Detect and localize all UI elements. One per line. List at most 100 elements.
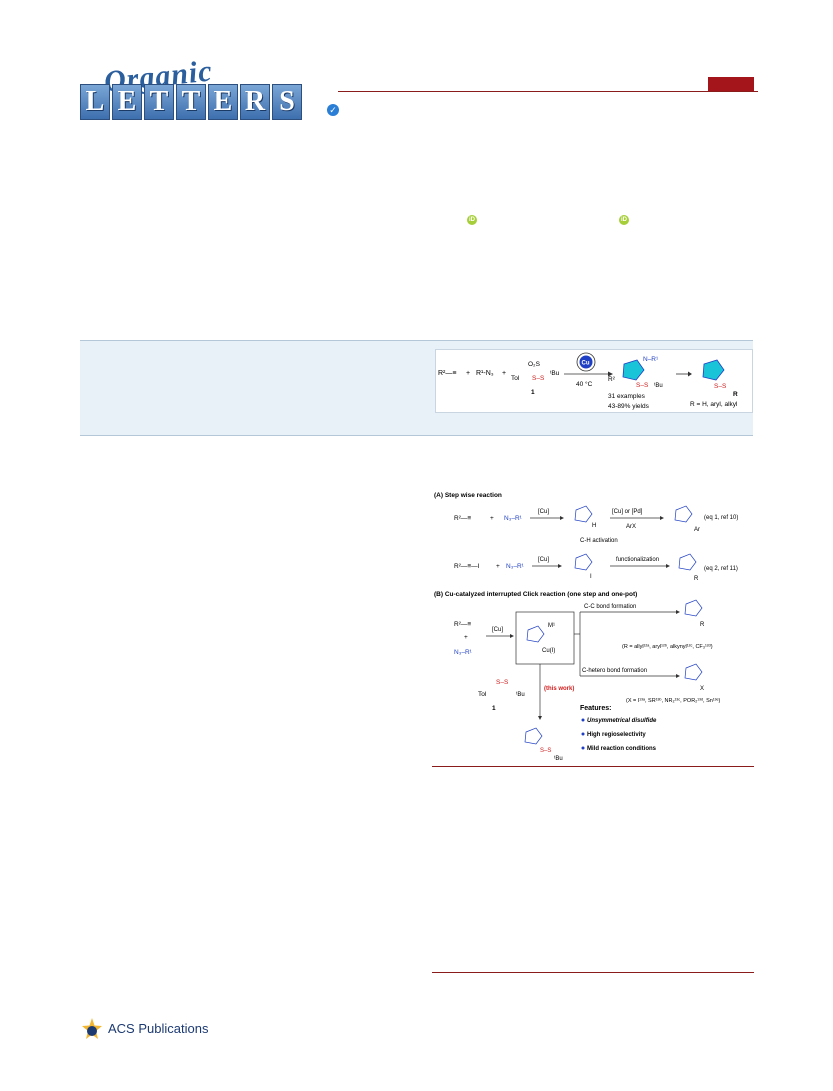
scheme-a-h: H xyxy=(592,523,596,529)
logo-letter: T xyxy=(176,84,206,120)
scheme-a-cat1: [Cu] xyxy=(538,509,549,515)
scheme-a-azide: N₃–R¹ xyxy=(504,515,523,522)
scheme-arrowhead xyxy=(510,634,514,638)
scheme-a2-cat: [Cu] xyxy=(538,557,549,563)
scheme-triazole xyxy=(684,599,703,617)
scheme-features-title: Features: xyxy=(580,705,612,712)
scheme-b-alkyne: R²—≡ xyxy=(454,621,471,628)
scheme-arrowhead xyxy=(676,674,680,678)
scheme-a-alkyne: R²—≡ xyxy=(454,515,471,522)
feature-bullet xyxy=(581,732,585,736)
feature-item: High regioselectivity xyxy=(587,732,646,738)
scheme-b-prod-ss: S–S xyxy=(540,748,551,754)
scheme-a-arx: ArX xyxy=(626,524,636,530)
toc-temperature: 40 °C xyxy=(576,380,593,388)
logo-letter: R xyxy=(240,84,270,120)
scheme-arrowhead xyxy=(538,716,542,720)
scheme-arrowhead xyxy=(660,516,664,520)
toc-final-r-def: R = H, aryl, alkyl xyxy=(690,401,738,408)
scheme-b-cu: Cu(I) xyxy=(542,648,555,654)
scheme-b-ch-x: X xyxy=(700,686,704,692)
scheme-product-triazole xyxy=(524,727,543,745)
scheme-arrowhead xyxy=(558,564,562,568)
journal-masthead: Organic L E T T E R S ✓ xyxy=(80,54,760,130)
toc-arrowhead-2 xyxy=(688,371,692,377)
toc-product-r1: N–R¹ xyxy=(643,356,659,363)
toc-final-r: R xyxy=(733,391,738,398)
scheme-b-tbu: ᵗBu xyxy=(516,691,525,698)
scheme-b-cc-def: (R = allyl¹²ᵃ, aryl¹²ᵇ, alkynyl¹²ᶜ, CF₃¹… xyxy=(622,643,713,650)
scheme-b-tol: Tol xyxy=(478,691,487,698)
toc-catalyst: Cu xyxy=(582,361,590,367)
toc-tol-label: Tol xyxy=(511,375,520,382)
scheme-a2-plus: + xyxy=(496,563,500,570)
scheme-b-azide: N₃–R¹ xyxy=(454,649,473,656)
acs-publications-logo[interactable]: ACS Publications xyxy=(80,1017,230,1047)
scheme-b-cat: [Cu] xyxy=(492,627,503,633)
cu-catalyst-cycle-icon xyxy=(576,352,596,372)
scheme-a-ch-activation: C-H activation xyxy=(580,538,618,544)
toc-yields: 43-89% yields xyxy=(608,403,650,410)
scheme-section-a-title: (A) Step wise reaction xyxy=(434,492,502,499)
scheme-arrowhead xyxy=(676,610,680,614)
scheme-b-plus: + xyxy=(464,634,468,641)
toc-compound-number: 1 xyxy=(531,389,535,396)
scheme-b-cc: C-C bond formation xyxy=(584,604,636,610)
scheme-a-eq1: (eq 1, ref 10) xyxy=(704,515,738,521)
scheme-triazole xyxy=(574,553,593,571)
orcid-icon[interactable]: iD xyxy=(619,215,629,225)
toc-tbu: ᵗBu xyxy=(550,370,560,377)
logo-letter: E xyxy=(208,84,238,120)
journal-logo: L E T T E R S xyxy=(80,84,302,120)
scheme-triazole xyxy=(678,553,697,571)
feature-item: Unsymmetrical disulfide xyxy=(587,718,657,724)
toc-sulfonyl-o: O₂S xyxy=(528,361,541,368)
checkmark-icon: ✓ xyxy=(327,104,339,116)
toc-final-ss: S–S xyxy=(714,383,727,390)
toc-plus: + xyxy=(502,370,506,377)
scheme-a2-azide: N₃–R¹ xyxy=(506,563,525,570)
toc-product-r2: R² xyxy=(608,376,616,383)
masthead-tab xyxy=(708,77,754,91)
scheme-a2-eq2: (eq 2, ref 11) xyxy=(704,566,738,572)
scheme-b-this-work: (this work) xyxy=(544,686,574,692)
scheme-svg: (A) Step wise reaction R²—≡ + N₃–R¹ [Cu]… xyxy=(434,492,738,762)
toc-reagent-azide: R¹-N₃ xyxy=(476,370,494,377)
scheme-section-b-title: (B) Cu-catalyzed interrupted Click react… xyxy=(434,591,637,598)
scheme-b-ch: C-hetero bond formation xyxy=(582,668,647,674)
scheme-a2-r: R xyxy=(694,576,699,582)
scheme-a-ar: Ar xyxy=(694,527,700,533)
toc-plus: + xyxy=(466,370,470,377)
scheme-b-cc-r: R xyxy=(700,622,705,628)
scheme-b-one: 1 xyxy=(492,705,496,712)
toc-product-triazole xyxy=(622,359,645,381)
toc-product-ss: S–S xyxy=(636,382,649,389)
scheme-a-cat2: [Cu] or [Pd] xyxy=(612,509,643,515)
scheme-intermediate-box xyxy=(515,611,575,665)
toc-examples: 31 examples xyxy=(608,393,646,400)
toc-product-tbu: ᵗBu xyxy=(654,382,663,389)
scheme-a-plus: + xyxy=(490,515,494,522)
acs-publications-text: ACS Publications xyxy=(108,1021,209,1036)
logo-letter: L xyxy=(80,84,110,120)
scheme-b-ss: S–S xyxy=(496,679,509,686)
toc-graphic: R²—≡ + R¹-N₃ + O₂S Tol S–S ᵗBu 1 Cu 40 °… xyxy=(435,349,753,413)
feature-item: Mild reaction conditions xyxy=(587,746,657,752)
scheme-figure: (A) Step wise reaction R²—≡ + N₃–R¹ [Cu]… xyxy=(430,484,758,766)
toc-arrowhead xyxy=(608,371,613,377)
scheme-triazole xyxy=(574,505,593,523)
logo-letter: T xyxy=(144,84,174,120)
scheme-triazole xyxy=(684,663,703,681)
scheme-arrowhead xyxy=(560,516,564,520)
feature-bullet xyxy=(581,746,585,750)
scheme-b-ch-def: (X = I¹³ᵃ, SR¹³ᵇ, NR₂¹³ᶜ, POR₂¹³ᵈ, Sn¹³ᵉ… xyxy=(626,697,721,704)
scheme-bottom-rule xyxy=(432,766,754,767)
scheme-a2-alkyne: R²—≡—I xyxy=(454,563,480,570)
masthead-rule xyxy=(338,91,758,92)
toc-final-triazole xyxy=(702,359,725,381)
scheme-triazole xyxy=(526,625,545,643)
orcid-icon[interactable]: iD xyxy=(467,215,477,225)
scheme-b-prod-tbu: ᵗBu xyxy=(554,755,563,762)
acs-star-icon xyxy=(82,1018,102,1039)
scheme-b-m: M¹ xyxy=(548,623,555,629)
